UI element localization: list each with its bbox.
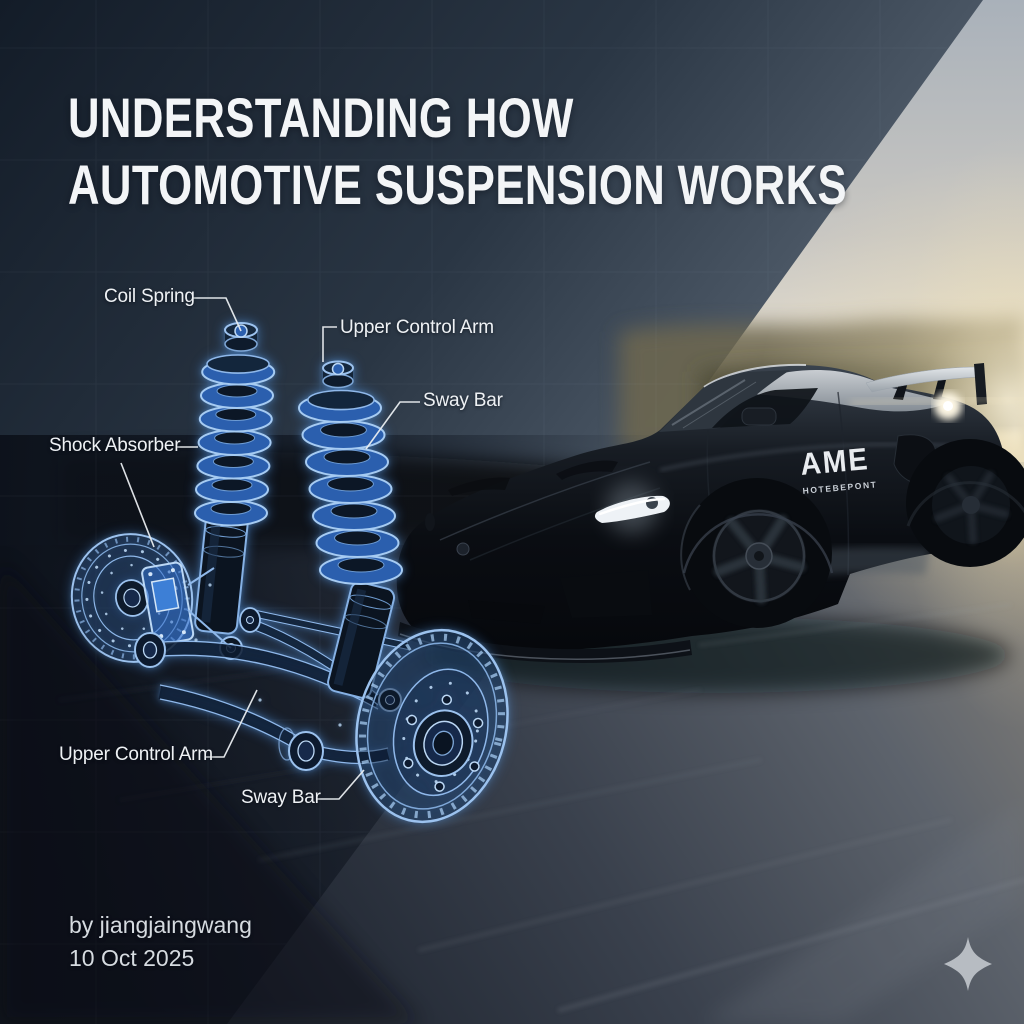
side-mirror [741, 407, 777, 426]
hood-badge [456, 542, 470, 556]
rear-wheel [906, 439, 1024, 567]
hood-vent [448, 477, 510, 496]
sports-car [396, 363, 1024, 693]
credit-byline: by jiangjaingwang [69, 912, 252, 938]
fender-arch [682, 513, 834, 574]
front-splitter [398, 622, 692, 663]
decal-main-text: AME [798, 441, 871, 482]
spring-seat [307, 389, 375, 411]
label-shock-absorber: Shock Absorber [49, 435, 181, 456]
label-coil-spring: Coil Spring [104, 286, 195, 307]
front-wheel [680, 478, 834, 628]
spring-seat [206, 354, 270, 374]
title-line-2: AUTOMOTIVE SUSPENSION WORKS [68, 153, 848, 216]
label-upper-control-arm-top: Upper Control Arm [340, 317, 494, 338]
windshield [659, 370, 790, 432]
roof-reflection [745, 370, 950, 412]
label-upper-control-arm-bottom: Upper Control Arm [59, 744, 213, 765]
front-grille [468, 600, 545, 624]
title-line-1: UNDERSTANDING HOW [68, 86, 574, 149]
label-sway-bar-bottom: Sway Bar [241, 787, 321, 808]
label-sway-bar-top: Sway Bar [423, 390, 503, 411]
corner-vignette [0, 560, 420, 1024]
credit-block: by jiangjaingwang 10 Oct 2025 [69, 909, 252, 974]
four-point-star-icon [944, 937, 992, 991]
credit-date: 10 Oct 2025 [69, 944, 195, 971]
leader-lines [120, 297, 420, 800]
page-title: UNDERSTANDING HOW AUTOMOTIVE SUSPENSION … [68, 84, 1024, 218]
lower-control-arm [134, 583, 409, 771]
motion-streaks [58, 603, 1024, 1013]
brake-disc-right [355, 628, 509, 824]
steering-knuckle [141, 561, 195, 646]
coilover-right [298, 360, 403, 712]
car-door-decal: AME HOTEBEPONT [798, 441, 878, 496]
lens-flare [849, 392, 1024, 420]
front-intake [560, 570, 652, 618]
suspension-diagram [70, 322, 509, 824]
